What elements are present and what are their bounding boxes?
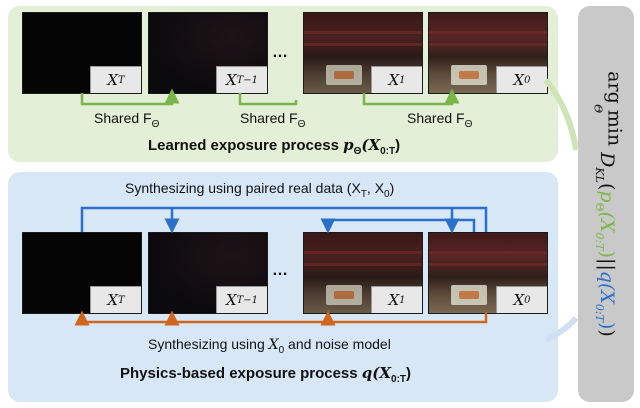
blue-arrow-inner — [320, 218, 476, 234]
green-arrow-1 — [80, 88, 180, 106]
green-arrow-3 — [362, 88, 460, 106]
green-arrow-2 — [238, 93, 298, 106]
green-arrow-2b — [296, 96, 327, 100]
shared-label-1: Shared FΘ — [94, 110, 160, 130]
top-ellipsis: … — [272, 44, 289, 61]
objective: arg min Θ DKL(pΘ(X0:T)||q(X0:T)) — [578, 6, 634, 402]
learned-process-title: Learned exposure process pΘ(X0:T) — [148, 136, 401, 157]
objective-panel — [578, 6, 634, 402]
synth-noise-label: Synthesizing using X0 and noise model — [148, 336, 391, 356]
blue-arrow-objective — [544, 316, 579, 343]
orange-arrow — [74, 310, 488, 326]
bottom-ellipsis: … — [272, 262, 289, 279]
objective-formula: arg min Θ DKL(pΘ(X0:T)||q(X0:T)) — [591, 71, 626, 337]
synth-paired-label: Synthesizing using paired real data (XT,… — [125, 180, 395, 200]
green-arrow-objective — [543, 78, 579, 151]
blue-arrow-outer — [80, 206, 488, 232]
physics-process-title: Physics-based exposure process q(X0:T) — [120, 364, 412, 385]
shared-label-3: Shared FΘ — [407, 110, 473, 130]
shared-label-2: Shared FΘ — [240, 110, 306, 130]
